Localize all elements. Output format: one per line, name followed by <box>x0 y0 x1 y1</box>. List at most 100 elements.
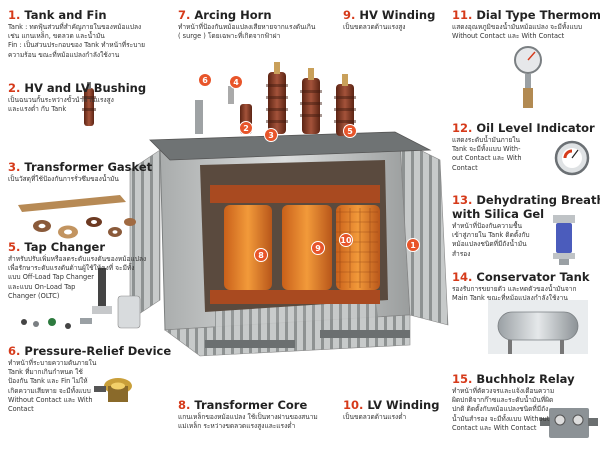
description-line: ทำหน้าที่ระบายความดันภายใน <box>8 359 97 367</box>
label-title: 8. Transformer Core <box>178 398 378 412</box>
description-line: แสดงอุณหภูมิของน้ำมันหม้อแปลง จะมีทั้งแบ… <box>452 23 583 31</box>
description-line: เป็นวัสดุที่ใช้ป้องกันการรั่วซึมของน้ำมั… <box>8 175 119 183</box>
description-line: Tank : ทดฟุ้นส่วนที่สำคัญภายในของหม้อแปล… <box>8 23 142 31</box>
label-title: 7. Arcing Horn <box>178 8 368 22</box>
label-number: 13. <box>452 193 473 207</box>
badge-number: 6 <box>202 76 208 85</box>
transformer-body <box>129 62 449 357</box>
description-line: ทำหน้าที่ป้องกันความชื้น <box>452 222 522 230</box>
label-title: 9. HV Winding <box>343 8 453 22</box>
description-line: น้ำมันสำรอง จะมีทั้งแบบ Without <box>452 414 550 423</box>
badge-number: 8 <box>258 251 264 260</box>
badge-number: 1 <box>410 241 416 250</box>
hv-bushings <box>266 62 356 136</box>
label-title: 11. Dial Type Thermometer <box>452 8 600 22</box>
description-line: แสดงระดับน้ำมันภายใน <box>452 136 521 144</box>
thermometer-thumbnail <box>514 46 542 108</box>
label-title-text: Oil Level Indicator <box>476 121 595 135</box>
oil-level-thumbnail <box>554 140 590 176</box>
description-line: Without Contact และ With Contact <box>452 32 565 41</box>
badge-number: 5 <box>347 127 353 136</box>
label-description: สำหรับปรับเพิ่มหรือลดระดับแรงดันของหม้อแ… <box>8 255 147 301</box>
label-description: เป็นวัสดุที่ใช้ป้องกันการรั่วซึมของน้ำมั… <box>8 175 168 184</box>
label-title-text: LV Winding <box>367 398 440 412</box>
label-title-text: Transformer Gasket <box>24 160 153 174</box>
description-line: แม่เหล็ก ระหว่างขดลวดแรงสูงและแรงต่ำ <box>178 422 296 431</box>
badge-number: 2 <box>243 124 249 133</box>
label-title: 2. HV and LV Bushing <box>8 81 148 95</box>
description-line: เป็นฉนวนกั้นระหว่างขั้วนำด้านแรงสูง <box>8 96 114 104</box>
description-line: และแบบ On-Load Tap <box>8 282 76 291</box>
description-line: Contact และ With Contact <box>452 423 537 432</box>
description-line: หม้อแปลงชนิดที่มีถังน้ำมัน <box>452 240 527 249</box>
label-number: 11. <box>452 8 473 22</box>
breather-thumbnail <box>553 215 575 265</box>
badge-10: 10 <box>339 233 353 247</box>
description-line: Contact <box>452 163 478 172</box>
badge-number: 4 <box>233 78 239 87</box>
label-number: 3. <box>8 160 21 174</box>
description-line: ผิดปกติจากก๊าซและระดับน้ำมันที่ผิด <box>452 396 554 405</box>
label-title-text: HV Winding <box>359 8 436 22</box>
buchholz-thumbnail <box>540 408 598 438</box>
description-line: และแรงต่ำ กับ Tank <box>8 105 67 114</box>
label-l11: 11. Dial Type Thermometerแสดงอุณหภูมิของ… <box>452 8 600 41</box>
badge-1: 1 <box>406 238 420 252</box>
label-title: 10. LV Winding <box>343 398 473 412</box>
label-title: 3. Transformer Gasket <box>8 160 168 174</box>
label-number: 14. <box>452 270 473 284</box>
description-line: Main Tank ขณะที่หม้อแปลงกำลังใช้งาน <box>452 294 568 303</box>
description-line: Tank จะมีทั้งแบบ With- <box>452 145 521 154</box>
transformer-core <box>210 185 380 304</box>
label-title-text: Pressure-Relief Device <box>24 344 172 358</box>
label-title-line2: with Silica Gel <box>452 207 545 221</box>
label-l13: 13. Dehydrating Breatherwith Silica Gelท… <box>452 193 600 259</box>
description-line: ทำหน้าที่ป้องกันหม้อแปลงเสียหายจากแรงดัน… <box>178 23 316 31</box>
label-description: ทำหน้าที่ป้องกันหม้อแปลงเสียหายจากแรงดัน… <box>178 23 368 41</box>
description-line: สำหรับปรับเพิ่มหรือลดระดับแรงดันของหม้อแ… <box>8 255 147 263</box>
label-description: เป็นขดลวดด้านแรงสูง <box>343 23 453 32</box>
label-title: 12. Oil Level Indicator <box>452 121 595 135</box>
description-line: เช่น แกนเหล็ก, ขดลวด และน้ำมัน <box>8 32 105 41</box>
description-line: Fin : เป็นส่วนประกอบของ Tank ทำหน้าที่ระ… <box>8 41 145 50</box>
label-number: 1. <box>8 8 21 22</box>
badge-8: 8 <box>254 248 268 262</box>
description-line: ป้องกัน Tank และ Fin ไม่ให้ <box>8 377 88 386</box>
label-description: เป็นฉนวนกั้นระหว่างขั้วนำด้านแรงสูงและแร… <box>8 96 148 114</box>
badge-6: 6 <box>198 73 212 87</box>
label-number: 7. <box>178 8 191 22</box>
windings <box>224 205 380 290</box>
description-line: สำรอง <box>452 249 471 258</box>
label-title-text: Arcing Horn <box>194 8 272 22</box>
badge-number: 3 <box>268 131 274 140</box>
label-title-text: Conservator Tank <box>476 270 590 284</box>
description-line: ทำหน้าที่ตัดวงจรและแจ้งเตือนความ <box>452 387 555 395</box>
label-description: แสดงอุณหภูมิของน้ำมันหม้อแปลง จะมีทั้งแบ… <box>452 23 600 41</box>
description-line: แบบ Off-Load Tap Changer <box>8 273 94 282</box>
badge-9: 9 <box>311 241 325 255</box>
description-line: เพื่อรักษาระดับแรงดันด้านผู้ใช้ให้คงที่ … <box>8 264 135 273</box>
tap-changer-thumbnail <box>21 268 141 329</box>
badge-number: 9 <box>315 244 321 253</box>
label-title: 14. Conservator Tank <box>452 270 600 284</box>
label-title: 13. Dehydrating Breather <box>452 193 600 207</box>
label-description: ทำหน้าที่ตัดวงจรและแจ้งเตือนความผิดปกติจ… <box>452 387 597 433</box>
label-title: 1. Tank and Fin <box>8 8 158 22</box>
label-description: Tank : ทดฟุ้นส่วนที่สำคัญภายในของหม้อแปล… <box>8 23 158 60</box>
description-line: รองรับการขยายตัว และหดตัวของน้ำมันจาก <box>452 285 577 293</box>
conservator-thumbnail <box>488 300 588 354</box>
